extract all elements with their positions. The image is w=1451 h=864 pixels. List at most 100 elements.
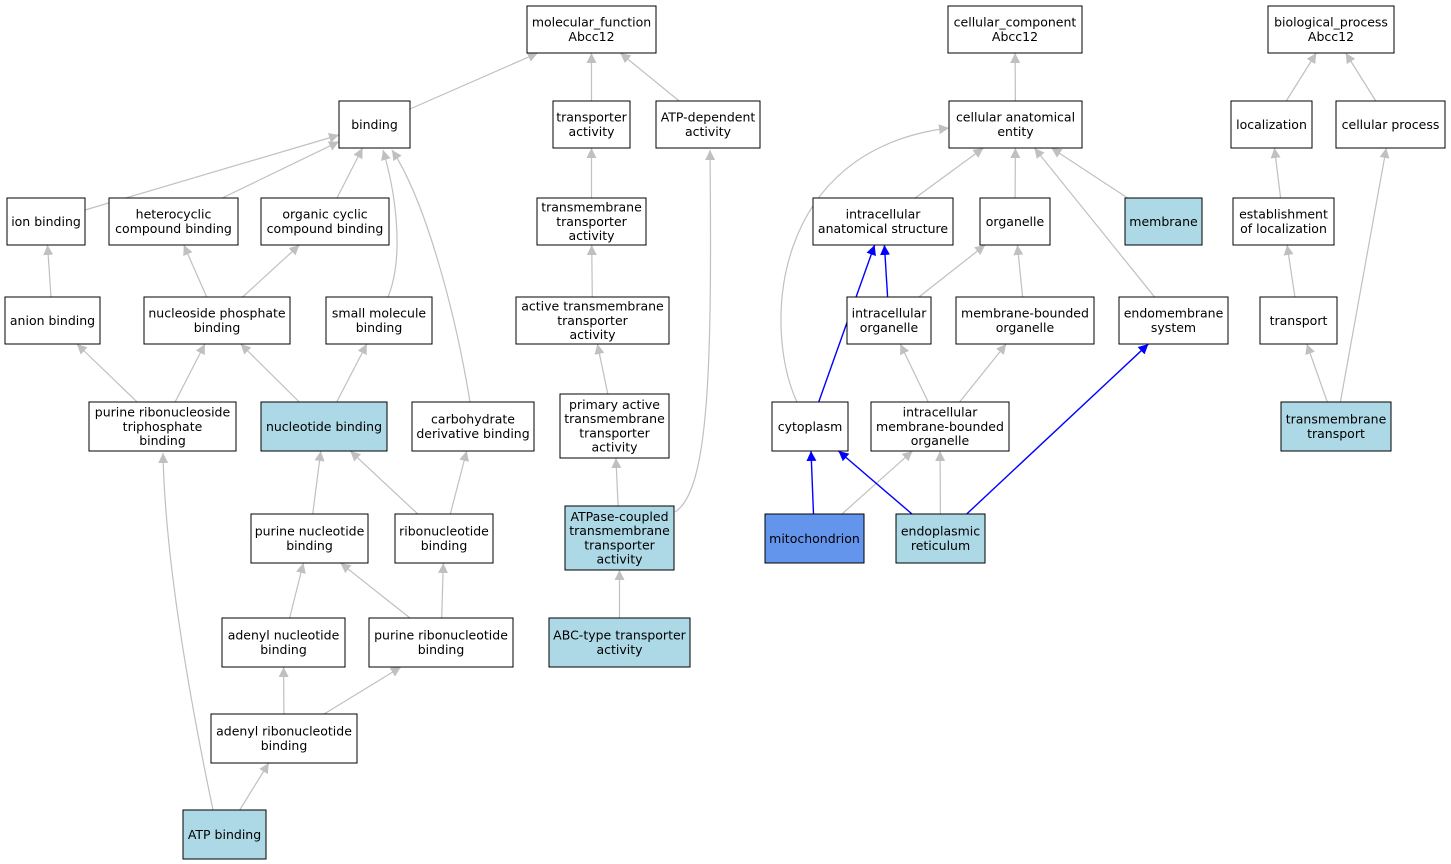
node-box[interactable]: [846, 296, 932, 345]
node-organelle[interactable]: organelle: [979, 197, 1051, 246]
node-box[interactable]: [764, 513, 865, 564]
node-box[interactable]: [368, 617, 514, 668]
node-box[interactable]: [947, 5, 1083, 54]
node-box[interactable]: [895, 513, 986, 564]
node-box[interactable]: [260, 197, 390, 246]
node-label-line: of localization: [1240, 221, 1327, 236]
node-label-line: intracellular: [852, 306, 928, 321]
node-box[interactable]: [325, 296, 433, 345]
node-label-line: ATP binding: [188, 827, 261, 842]
node-box[interactable]: [771, 401, 849, 452]
node-box[interactable]: [88, 401, 237, 452]
node-box[interactable]: [655, 100, 761, 149]
node-box[interactable]: [1232, 197, 1335, 246]
node-atpb[interactable]: ATP binding: [182, 809, 267, 860]
node-label-line: entity: [997, 124, 1034, 139]
node-loc[interactable]: localization: [1230, 100, 1313, 149]
node-box[interactable]: [1124, 197, 1203, 246]
node-box[interactable]: [870, 401, 1010, 452]
node-box[interactable]: [979, 197, 1051, 246]
node-label-line: system: [1151, 320, 1196, 335]
node-box[interactable]: [250, 513, 369, 564]
node-box[interactable]: [1230, 100, 1313, 149]
node-nucb[interactable]: nucleotide binding: [260, 401, 388, 452]
node-label-line: ABC-type transporter: [553, 628, 686, 643]
node-box[interactable]: [526, 5, 657, 54]
node-box[interactable]: [221, 617, 346, 668]
node-box[interactable]: [394, 513, 494, 564]
node-box[interactable]: [536, 197, 647, 246]
node-label-line: activity: [568, 124, 615, 139]
node-binding[interactable]: binding: [338, 100, 411, 149]
node-box[interactable]: [1267, 5, 1395, 54]
node-box[interactable]: [564, 505, 675, 571]
node-box[interactable]: [948, 100, 1083, 149]
node-membrane[interactable]: membrane: [1124, 197, 1203, 246]
node-mito[interactable]: mitochondrion: [764, 513, 865, 564]
node-box[interactable]: [812, 197, 954, 246]
node-box[interactable]: [143, 296, 291, 345]
edge-er-to-endo: [966, 343, 1149, 515]
node-box[interactable]: [411, 401, 535, 452]
node-box[interactable]: [182, 809, 267, 860]
node-label-line: carbohydrate: [431, 412, 515, 427]
node-ionb[interactable]: ion binding: [6, 197, 86, 246]
node-transport[interactable]: transport: [1259, 296, 1338, 345]
edge-purnuc-to-nucb: [312, 450, 325, 515]
node-box[interactable]: [515, 296, 670, 345]
node-label-line: activity: [685, 124, 732, 139]
node-box[interactable]: [559, 393, 670, 459]
node-box[interactable]: [1280, 401, 1392, 452]
node-label-line: derivative binding: [416, 426, 529, 441]
node-anionb[interactable]: anion binding: [4, 296, 101, 345]
node-box[interactable]: [210, 713, 358, 764]
node-box[interactable]: [6, 197, 86, 246]
node-box[interactable]: [1259, 296, 1338, 345]
node-atpcoup[interactable]: ATPase-coupledtransmembranetransporterac…: [564, 505, 675, 571]
node-box[interactable]: [1118, 296, 1229, 345]
node-box[interactable]: [260, 401, 388, 452]
node-cyto[interactable]: cytoplasm: [771, 401, 849, 452]
node-box[interactable]: [4, 296, 101, 345]
edge-purribo-to-purnuc: [340, 562, 411, 619]
node-box[interactable]: [1335, 100, 1446, 149]
node-box[interactable]: [338, 100, 411, 149]
node-box[interactable]: [548, 617, 691, 668]
node-box[interactable]: [955, 296, 1095, 345]
edge-membrane-to-cae: [1051, 147, 1128, 199]
node-label-line: transporter: [579, 425, 650, 440]
node-patmta[interactable]: primary activetransmembranetransporterac…: [559, 393, 670, 459]
node-box[interactable]: [552, 100, 631, 149]
node-box[interactable]: [108, 197, 239, 246]
node-label-line: purine ribonucleoside: [95, 405, 231, 420]
node-cellproc[interactable]: cellular process: [1335, 100, 1446, 149]
